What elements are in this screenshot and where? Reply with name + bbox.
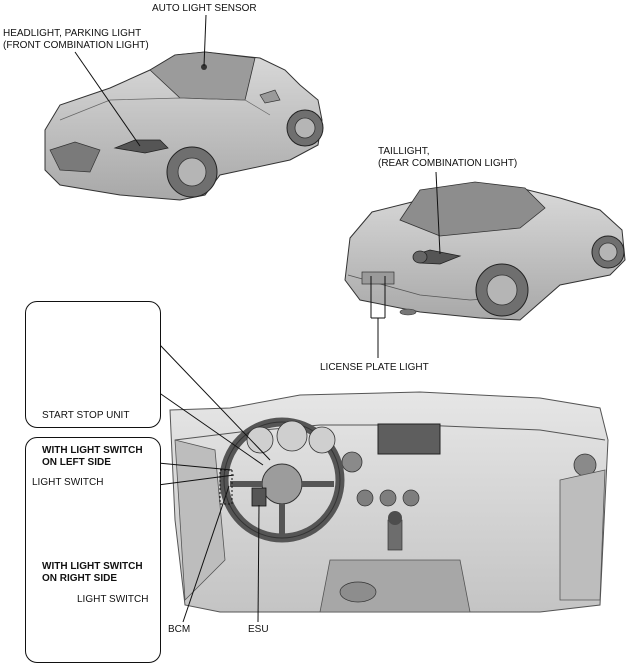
- label-left-side-line1: WITH LIGHT SWITCH: [42, 445, 143, 456]
- label-headlight-line1: HEADLIGHT, PARKING LIGHT: [3, 28, 142, 39]
- label-light-switch-right: LIGHT SWITCH: [77, 594, 149, 605]
- label-bcm: BCM: [168, 624, 191, 635]
- label-right-side-line2: ON RIGHT SIDE: [42, 573, 118, 584]
- interior-illustration: [169, 391, 609, 613]
- light-switch-callout: [25, 437, 161, 663]
- start-stop-unit-callout: [25, 301, 161, 428]
- label-light-switch-left: LIGHT SWITCH: [32, 477, 104, 488]
- label-esu: ESU: [248, 624, 269, 635]
- rear-car-illustration: [344, 181, 626, 321]
- label-start-stop-unit: START STOP UNIT: [42, 410, 130, 421]
- label-auto-light-sensor: AUTO LIGHT SENSOR: [152, 3, 257, 14]
- label-right-side-line1: WITH LIGHT SWITCH: [42, 561, 143, 572]
- front-car-illustration: [44, 51, 324, 201]
- label-license-plate-light: LICENSE PLATE LIGHT: [320, 362, 429, 373]
- label-taillight-line2: (REAR COMBINATION LIGHT): [378, 158, 518, 169]
- label-left-side-line2: ON LEFT SIDE: [42, 457, 111, 468]
- label-taillight-line1: TAILLIGHT,: [378, 146, 430, 157]
- label-headlight-line2: (FRONT COMBINATION LIGHT): [3, 40, 149, 51]
